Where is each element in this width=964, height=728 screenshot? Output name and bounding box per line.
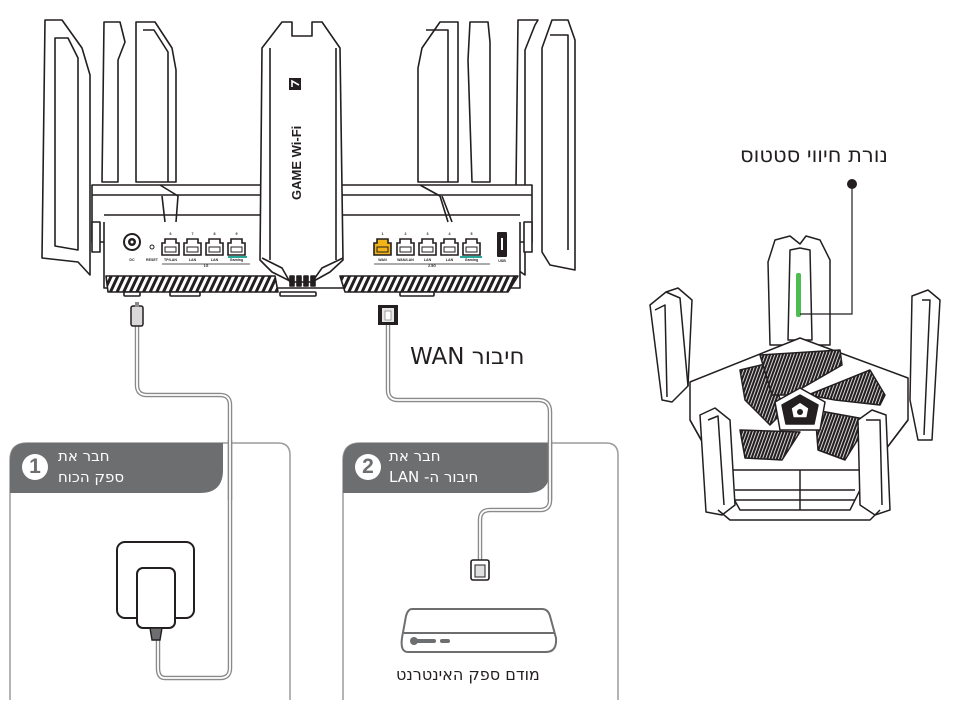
status-light-label: נורת חיווי סטטוס [740, 143, 888, 167]
ethernet-port-4 [440, 238, 459, 256]
wan-connection-label: חיבור WAN [410, 344, 525, 370]
reset-label: RESET [146, 258, 159, 262]
ethernet-port-8 [205, 238, 224, 256]
port-label-5: Gaming [465, 258, 478, 262]
step-number-1: 1 [22, 454, 48, 480]
dc-label: DC [129, 258, 135, 262]
step-box-1 [9, 442, 291, 700]
step-1-line2: ספק הכוח [58, 468, 125, 486]
ethernet-port-9 [227, 238, 246, 256]
port-label-3: LAN [424, 258, 432, 262]
port-number-9: 9 [236, 232, 238, 236]
dc-power-jack [123, 233, 141, 251]
ethernet-port-2 [396, 238, 415, 256]
usb-label: USB [498, 259, 506, 263]
modem-label: מודם ספק האינטרנט [396, 665, 540, 684]
step-2-line2: חיבור ה- LAN [389, 468, 479, 486]
antenna-left-inner [101, 21, 177, 183]
step-tab-2 [343, 443, 550, 493]
ethernet-plug-modem [470, 559, 490, 581]
port-number-8: 8 [214, 232, 216, 236]
port-label-9: Gaming [230, 258, 243, 262]
port-label-8: LAN [211, 258, 219, 262]
right-port-group [373, 232, 507, 265]
power-cable [134, 322, 233, 681]
ethernet-port-3 [418, 238, 437, 256]
router-back-view [41, 19, 576, 297]
status-light-callout [800, 179, 857, 315]
reset-button [149, 244, 155, 250]
router-top-view [649, 235, 941, 521]
left-group-speed-label: 1G [204, 264, 209, 268]
ethernet-port-5 [462, 238, 481, 256]
modem-icon [400, 608, 558, 653]
ethernet-port-6 [161, 238, 180, 256]
port-label-6: TP/LAN [164, 258, 177, 262]
port-number-1: 1 [382, 232, 384, 236]
power-adapter-icon [116, 541, 195, 641]
port-number-4: 4 [449, 232, 451, 236]
step-box-2 [342, 442, 619, 700]
step-2-line1: חבר את [389, 447, 441, 465]
antenna-center [259, 21, 344, 287]
step-number-2: 2 [355, 454, 381, 480]
ethernet-plug-router [378, 305, 398, 325]
port-number-2: 2 [405, 232, 407, 236]
gaming-port-indicator [460, 256, 482, 258]
port-label-7: LAN [189, 258, 197, 262]
usb-port [497, 232, 507, 257]
status-led [796, 273, 801, 317]
antenna-right-inner [417, 21, 491, 183]
port-number-3: 3 [427, 232, 429, 236]
step-1-line1: חבר את [58, 447, 110, 465]
port-label-4: LAN [446, 258, 454, 262]
left-port-group [123, 233, 250, 265]
gaming-port-indicator [228, 256, 247, 258]
svg-text:GAME Wi-Fi: GAME Wi-Fi [289, 126, 304, 200]
port-number-5: 5 [471, 232, 473, 236]
port-label-1: WAN [378, 258, 387, 262]
port-number-7: 7 [192, 232, 194, 236]
right-group-speed-label: 2.5G [428, 264, 436, 268]
port-number-6: 6 [170, 232, 172, 236]
ethernet-port-7 [183, 238, 202, 256]
ethernet-port-1 [373, 238, 392, 256]
step-tab-1 [10, 443, 223, 493]
antenna-left-outer [41, 19, 91, 276]
port-label-2: WAN/LAN [397, 258, 414, 262]
brand-logo: GAME Wi-Fi [289, 78, 304, 200]
power-plug [130, 302, 144, 327]
